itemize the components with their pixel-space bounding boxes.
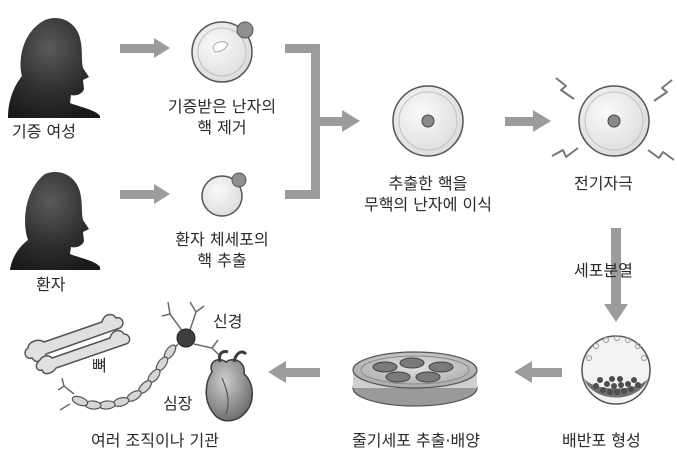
tissues-organs-label: 여러 조직이나 기관 [60, 430, 250, 451]
donor-woman-silhouette [8, 18, 100, 118]
donor-egg-cell [192, 22, 253, 82]
donor-woman-label: 기증 여성 [12, 121, 76, 142]
petri-dish [353, 352, 477, 406]
nucleus-extraction-label-line1: 환자 체세포의 [138, 229, 306, 250]
patient-label-text: 환자 [36, 274, 65, 295]
enucleation-label: 기증받은 난자의 핵 제거 [138, 96, 306, 138]
arrow-blastocyst-to-dish [514, 361, 562, 383]
blastocyst [582, 336, 650, 405]
bone-label: 뼈 [92, 355, 107, 376]
nuclear-transfer-label: 추출한 핵을 무핵의 난자에 이식 [336, 173, 520, 215]
stem-cell-culture-label-text: 줄기세포 추출·배양 [324, 430, 508, 451]
blastocyst-label-text: 배반포 형성 [562, 430, 641, 451]
cell-division-label: 세포분열 [574, 260, 633, 281]
patient-label: 환자 [36, 274, 65, 295]
enucleation-label-line1: 기증받은 난자의 [138, 96, 306, 117]
stimulated-egg-cell [579, 86, 649, 156]
arrow-transfer-to-shock [505, 110, 551, 132]
electric-stimulation-label-text: 전기자극 [574, 173, 633, 194]
nuclear-transfer-label-line1: 추출한 핵을 [336, 173, 520, 194]
arrow-patient-to-cell [120, 184, 170, 204]
reconstructed-egg-cell [393, 86, 463, 156]
cell-division-label-text: 세포분열 [574, 260, 633, 281]
nerve-label-text: 신경 [213, 311, 242, 332]
heart-label: 심장 [163, 393, 192, 414]
patient-somatic-cell [202, 173, 246, 216]
bone-label-text: 뼈 [92, 355, 107, 376]
patient-silhouette [10, 172, 100, 270]
bone-illustration [25, 315, 130, 374]
stem-cell-culture-label: 줄기세포 추출·배양 [324, 430, 508, 451]
arrow-donor-to-egg [120, 38, 170, 58]
enucleation-label-line2: 핵 제거 [138, 117, 306, 138]
nuclear-transfer-label-line2: 무핵의 난자에 이식 [336, 194, 520, 215]
arrow-dish-to-tissues [268, 361, 320, 383]
nerve-label: 신경 [213, 311, 242, 332]
tissues-organs-label-text: 여러 조직이나 기관 [60, 430, 250, 451]
electric-stimulation-label: 전기자극 [574, 173, 633, 194]
heart-label-text: 심장 [163, 393, 192, 414]
nucleus-extraction-label: 환자 체세포의 핵 추출 [138, 229, 306, 271]
donor-woman-label-text: 기증 여성 [12, 121, 76, 142]
nucleus-extraction-label-line2: 핵 추출 [138, 250, 306, 271]
blastocyst-label: 배반포 형성 [562, 430, 641, 451]
heart-illustration [206, 351, 252, 420]
